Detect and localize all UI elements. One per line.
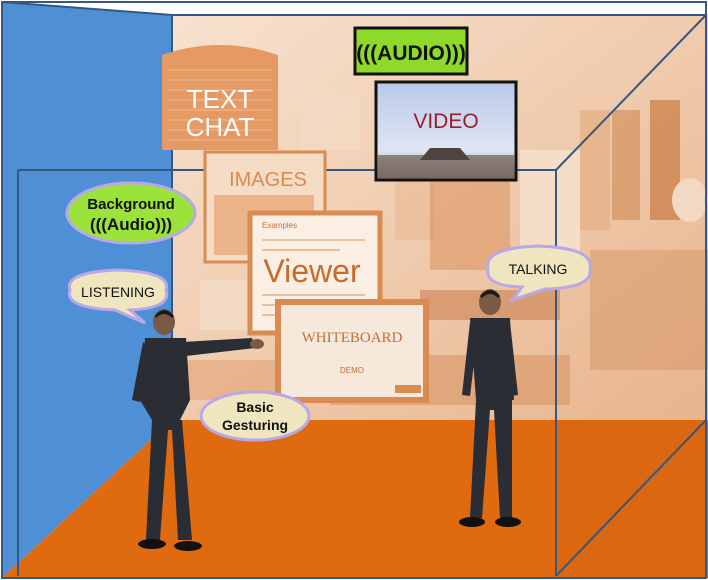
images-label: IMAGES <box>229 169 307 191</box>
left-avatar <box>132 309 264 551</box>
background-label-line2: (((Audio))) <box>90 215 172 234</box>
gesturing-bubble: Basic Gesturing <box>199 390 311 442</box>
text-chat-panel: TEXT CHAT <box>162 45 278 150</box>
video-panel: VIDEO <box>374 80 518 182</box>
listening-bubble: LISTENING <box>67 268 169 325</box>
audio-label: (((AUDIO))) <box>356 42 466 65</box>
background-label-line1: Background <box>87 196 175 213</box>
text-chat-label-line2: CHAT <box>186 112 255 142</box>
gesturing-label-line2: Gesturing <box>222 417 288 433</box>
viewer-header: Examples <box>262 221 297 230</box>
talking-bubble: TALKING <box>486 244 592 303</box>
audio-panel: (((AUDIO))) <box>353 26 469 76</box>
viewer-label: Viewer <box>263 253 361 289</box>
whiteboard-panel: WHITEBOARD DEMO <box>275 299 429 403</box>
text-chat-label-line1: TEXT <box>187 84 254 114</box>
whiteboard-sub-label: DEMO <box>340 366 364 375</box>
floor-right-shade <box>556 420 708 578</box>
gesturing-label-line1: Basic <box>236 399 274 415</box>
right-avatar <box>459 289 521 527</box>
talking-label: TALKING <box>509 261 568 277</box>
whiteboard-label: WHITEBOARD <box>302 330 403 346</box>
listening-label: LISTENING <box>81 284 155 300</box>
background-audio-bubble: Background (((Audio))) <box>65 181 197 245</box>
video-label: VIDEO <box>413 110 478 133</box>
